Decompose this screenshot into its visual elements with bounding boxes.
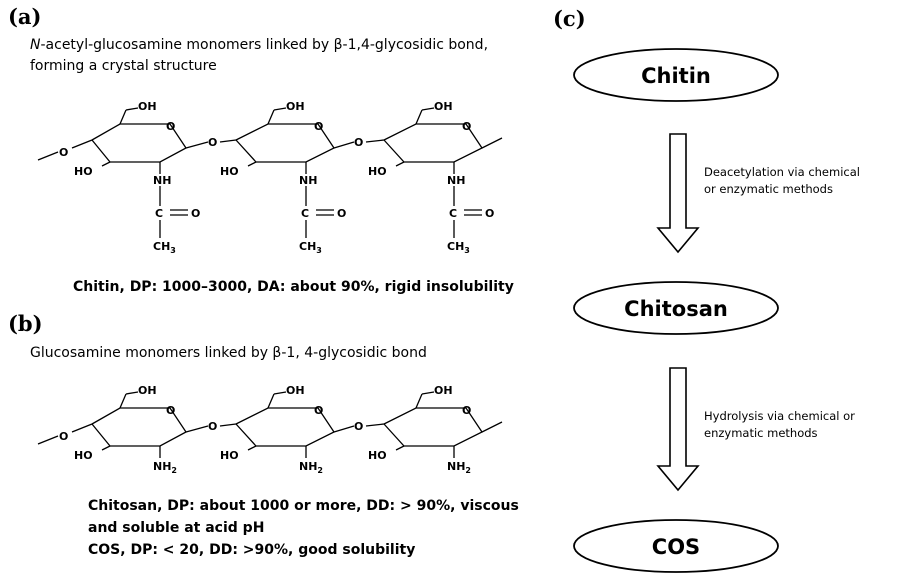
panel-a-description-line2: forming a crystal structure	[30, 58, 217, 74]
chitin-caption: Chitin, DP: 1000–3000, DA: about 90%, ri…	[73, 279, 514, 295]
atom-nh2: NH2	[299, 460, 323, 475]
atom-ho: HO	[220, 449, 239, 462]
hydrolysis-label-line1: Hydrolysis via chemical or	[704, 409, 855, 423]
atom-oh: OH	[138, 100, 157, 113]
chitosan-node	[573, 281, 779, 335]
chitin-atom-labels: O OH O HO NH C O CH3 O OH O HO NH C O CH…	[59, 100, 494, 255]
chitin-node	[573, 48, 779, 102]
atom-o: O	[354, 136, 363, 149]
atom-c: C	[155, 207, 163, 220]
atom-o: O	[208, 136, 217, 149]
cos-node	[573, 519, 779, 573]
atom-o: O	[166, 404, 175, 417]
atom-oh: OH	[138, 384, 157, 397]
atom-nh2: NH2	[447, 460, 471, 475]
chitosan-caption-line1: Chitosan, DP: about 1000 or more, DD: > …	[88, 498, 519, 514]
atom-nh: NH	[447, 174, 465, 187]
atom-nh: NH	[299, 174, 317, 187]
panel-a-label: (a)	[8, 4, 42, 29]
chitin-structure	[37, 107, 503, 238]
atom-ch3: CH3	[447, 240, 470, 255]
chitin-node-label: Chitin	[641, 64, 711, 88]
atom-ho: HO	[74, 449, 93, 462]
chitosan-atom-labels: O OH O HO NH2 O OH O HO NH2 O OH O HO NH…	[59, 384, 471, 475]
atom-c: C	[449, 207, 457, 220]
atom-o: O	[462, 120, 471, 133]
atom-o: O	[191, 207, 200, 220]
panel-c-label: (c)	[553, 6, 586, 31]
atom-ho: HO	[220, 165, 239, 178]
atom-nh: NH	[153, 174, 171, 187]
atom-o: O	[337, 207, 346, 220]
atom-nh2: NH2	[153, 460, 177, 475]
chitosan-node-label: Chitosan	[624, 297, 728, 321]
cos-caption: COS, DP: < 20, DD: >90%, good solubility	[88, 542, 416, 558]
atom-oh: OH	[434, 384, 453, 397]
atom-ho: HO	[368, 165, 387, 178]
panel-b-description: Glucosamine monomers linked by β-1, 4-gl…	[30, 345, 427, 361]
flow-diagram: Chitin Chitosan COS	[573, 48, 779, 573]
panel-a-description-line1: N-acetyl-glucosamine monomers linked by …	[30, 37, 488, 53]
deacetylation-label-line1: Deacetylation via chemical	[704, 165, 860, 179]
chitosan-structure	[37, 391, 503, 458]
atom-o: O	[59, 430, 68, 443]
atom-o: O	[314, 404, 323, 417]
atom-o: O	[462, 404, 471, 417]
chitosan-caption-line2: and soluble at acid pH	[88, 520, 265, 536]
atom-o: O	[485, 207, 494, 220]
atom-ho: HO	[368, 449, 387, 462]
atom-o: O	[59, 146, 68, 159]
atom-oh: OH	[434, 100, 453, 113]
atom-oh: OH	[286, 100, 305, 113]
atom-o: O	[166, 120, 175, 133]
atom-oh: OH	[286, 384, 305, 397]
deacetylation-label-line2: or enzymatic methods	[704, 182, 833, 196]
atom-ch3: CH3	[153, 240, 176, 255]
atom-c: C	[301, 207, 309, 220]
panel-b-label: (b)	[8, 311, 43, 336]
deacetylation-arrow	[656, 133, 700, 254]
atom-o: O	[314, 120, 323, 133]
atom-ho: HO	[74, 165, 93, 178]
hydrolysis-arrow	[656, 367, 700, 492]
panel-a-desc-rest: -acetyl-glucosamine monomers linked by β…	[40, 37, 489, 53]
atom-ch3: CH3	[299, 240, 322, 255]
atom-o: O	[354, 420, 363, 433]
italic-n: N	[30, 37, 41, 53]
cos-node-label: COS	[652, 535, 700, 559]
atom-o: O	[208, 420, 217, 433]
hydrolysis-label-line2: enzymatic methods	[704, 426, 818, 440]
